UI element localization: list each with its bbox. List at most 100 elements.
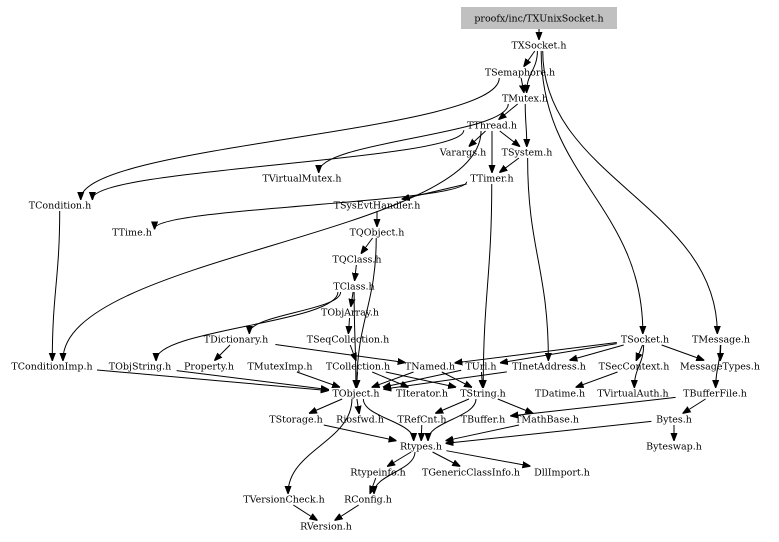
- edge-rtypes-to-dllimport: [446, 451, 529, 466]
- edge-tsystem-to-tinetaddress: [528, 158, 549, 360]
- edge-tconditionimp-to-tobject: [97, 370, 328, 390]
- node-bytes[interactable]: Bytes.h: [656, 415, 692, 426]
- node-tstorage[interactable]: TStorage.h: [269, 415, 322, 426]
- node-tclass[interactable]: TClass.h: [333, 282, 374, 293]
- edge-tcondition-to-tconditionimp: [52, 211, 59, 360]
- edge-tmathbase-to-rtypes: [446, 425, 519, 441]
- edge-tmuteximp-to-tobject: [297, 372, 339, 387]
- edge-txsocket-to-tsemaphore: [524, 51, 535, 66]
- node-tsysevthandler[interactable]: TSysEvtHandler.h: [334, 201, 421, 212]
- edge-tmutex-to-tsystem: [525, 104, 527, 146]
- edge-tsocket-to-turl: [501, 344, 617, 363]
- node-tgenericclassinfo[interactable]: TGenericClassInfo.h: [422, 468, 520, 479]
- node-tmessage[interactable]: TMessage.h: [692, 335, 750, 346]
- node-dllimport[interactable]: DllImport.h: [534, 468, 590, 479]
- edge-tobjstring-to-tobject: [177, 371, 328, 390]
- node-label: TObjString.h: [109, 362, 171, 373]
- nodes-layer: proofx/inc/TXUnixSocket.hTXSocket.hTSema…: [11, 7, 760, 533]
- node-label: TMessage.h: [692, 335, 750, 346]
- node-label: TVirtualMutex.h: [262, 174, 341, 185]
- node-tversioncheck[interactable]: TVersionCheck.h: [243, 495, 324, 506]
- node-varargs[interactable]: Varargs.h: [439, 148, 487, 159]
- edge-tseccontext-to-tdatime: [576, 372, 617, 387]
- node-trefcnt[interactable]: TRefCnt.h: [398, 415, 447, 426]
- node-tcondition[interactable]: TCondition.h: [29, 201, 91, 212]
- edge-rtypes-to-tgenericclassinfo: [433, 452, 460, 466]
- node-label: proofx/inc/TXUnixSocket.h: [474, 14, 603, 25]
- node-label: TThread.h: [467, 121, 517, 132]
- node-tqclass[interactable]: TQClass.h: [333, 255, 382, 266]
- node-tdatime[interactable]: TDatime.h: [535, 389, 585, 400]
- node-tseccontext[interactable]: TSecContext.h: [599, 362, 670, 373]
- node-label: TSocket.h: [621, 335, 669, 346]
- node-turl[interactable]: TUrl.h: [465, 362, 496, 373]
- edge-rtypeinfo-to-rconfig: [370, 478, 376, 493]
- edge-ttimer-to-tstring: [483, 184, 491, 387]
- edge-tthread-to-varargs: [469, 131, 485, 146]
- edge-tmutex-to-tvirtualmutex: [319, 104, 509, 172]
- node-label: TNamed.h: [405, 362, 455, 373]
- node-tmutex[interactable]: TMutex.h: [502, 94, 548, 105]
- node-tcollection[interactable]: TCollection.h: [326, 362, 390, 373]
- node-tnamed[interactable]: TNamed.h: [405, 362, 455, 373]
- node-tqobject[interactable]: TQObject.h: [350, 228, 405, 239]
- node-riosfwd[interactable]: Riosfwd.h: [336, 415, 384, 426]
- edge-tthread-to-tsystem: [500, 131, 519, 146]
- node-label: TBuffer.h: [461, 415, 505, 426]
- node-tinetaddress[interactable]: TInetAddress.h: [512, 362, 586, 373]
- node-label: TObject.h: [332, 389, 379, 400]
- node-ttime[interactable]: TTime.h: [112, 228, 152, 239]
- node-tstring[interactable]: TString.h: [460, 389, 506, 400]
- edge-txsocket-to-tsocket: [541, 51, 643, 333]
- edge-tsocket-to-tnamed: [455, 343, 616, 363]
- node-tmuteximp[interactable]: TMutexImp.h: [248, 362, 313, 373]
- node-label: Rtypes.h: [400, 442, 442, 453]
- node-rtypeinfo[interactable]: Rtypeinfo.h: [350, 468, 405, 479]
- node-tdictionary[interactable]: TDictionary.h: [204, 335, 268, 346]
- edge-tbufferfile-to-bytes: [683, 399, 705, 413]
- node-tsystem[interactable]: TSystem.h: [502, 148, 553, 159]
- node-txsocket[interactable]: TXSocket.h: [512, 41, 567, 52]
- node-tsocket[interactable]: TSocket.h: [621, 335, 669, 346]
- node-rtypes[interactable]: Rtypes.h: [400, 442, 442, 453]
- node-tbufferfile[interactable]: TBufferFile.h: [683, 389, 747, 400]
- node-label: Varargs.h: [439, 148, 487, 159]
- node-label: TDatime.h: [535, 389, 585, 400]
- node-tobjarray[interactable]: TObjArray.h: [321, 308, 379, 319]
- node-label: TMutexImp.h: [248, 362, 313, 373]
- edge-tobject-to-tversioncheck: [288, 399, 352, 493]
- node-tthread[interactable]: TThread.h: [467, 121, 517, 132]
- node-label: Byteswap.h: [646, 442, 702, 453]
- node-root[interactable]: proofx/inc/TXUnixSocket.h: [461, 7, 617, 29]
- node-ttimer[interactable]: TTimer.h: [470, 174, 513, 185]
- node-rversion[interactable]: RVersion.h: [300, 522, 352, 533]
- node-byteswap[interactable]: Byteswap.h: [646, 442, 702, 453]
- node-label: TBufferFile.h: [683, 389, 747, 400]
- edge-tmutex-to-tthread: [499, 104, 517, 119]
- node-tsemaphore[interactable]: TSemaphore.h: [485, 68, 555, 79]
- node-label: Bytes.h: [656, 415, 692, 426]
- node-tobjstring[interactable]: TObjString.h: [109, 362, 171, 373]
- node-tconditionimp[interactable]: TConditionImp.h: [11, 362, 92, 373]
- edge-tobject-to-tstorage: [310, 399, 342, 413]
- node-label: Riosfwd.h: [336, 415, 384, 426]
- node-tbuffer[interactable]: TBuffer.h: [461, 415, 505, 426]
- node-label: TVersionCheck.h: [243, 495, 324, 506]
- node-tseqcollection[interactable]: TSeqCollection.h: [307, 335, 389, 346]
- edge-tobject-to-riosfwd: [357, 399, 359, 413]
- node-tmathbase[interactable]: TMathBase.h: [515, 415, 579, 426]
- node-label: TString.h: [460, 389, 506, 400]
- node-label: RVersion.h: [300, 522, 352, 533]
- node-tvirtualauth[interactable]: TVirtualAuth.h: [597, 389, 668, 400]
- node-property[interactable]: Property.h: [184, 362, 234, 373]
- edge-trefcnt-to-rtypes: [421, 425, 422, 440]
- node-messagetypes[interactable]: MessageTypes.h: [680, 362, 760, 373]
- node-tvirtualmutex[interactable]: TVirtualMutex.h: [262, 174, 341, 185]
- node-rconfig[interactable]: RConfig.h: [344, 495, 392, 506]
- node-label: DllImport.h: [534, 468, 590, 479]
- edge-tclass-to-tobjarray: [351, 292, 353, 306]
- node-titerator[interactable]: TIterator.h: [396, 389, 448, 400]
- edge-tdictionary-to-property: [215, 345, 230, 360]
- node-tobject[interactable]: TObject.h: [332, 389, 379, 400]
- edge-tqclass-to-tclass: [355, 265, 357, 280]
